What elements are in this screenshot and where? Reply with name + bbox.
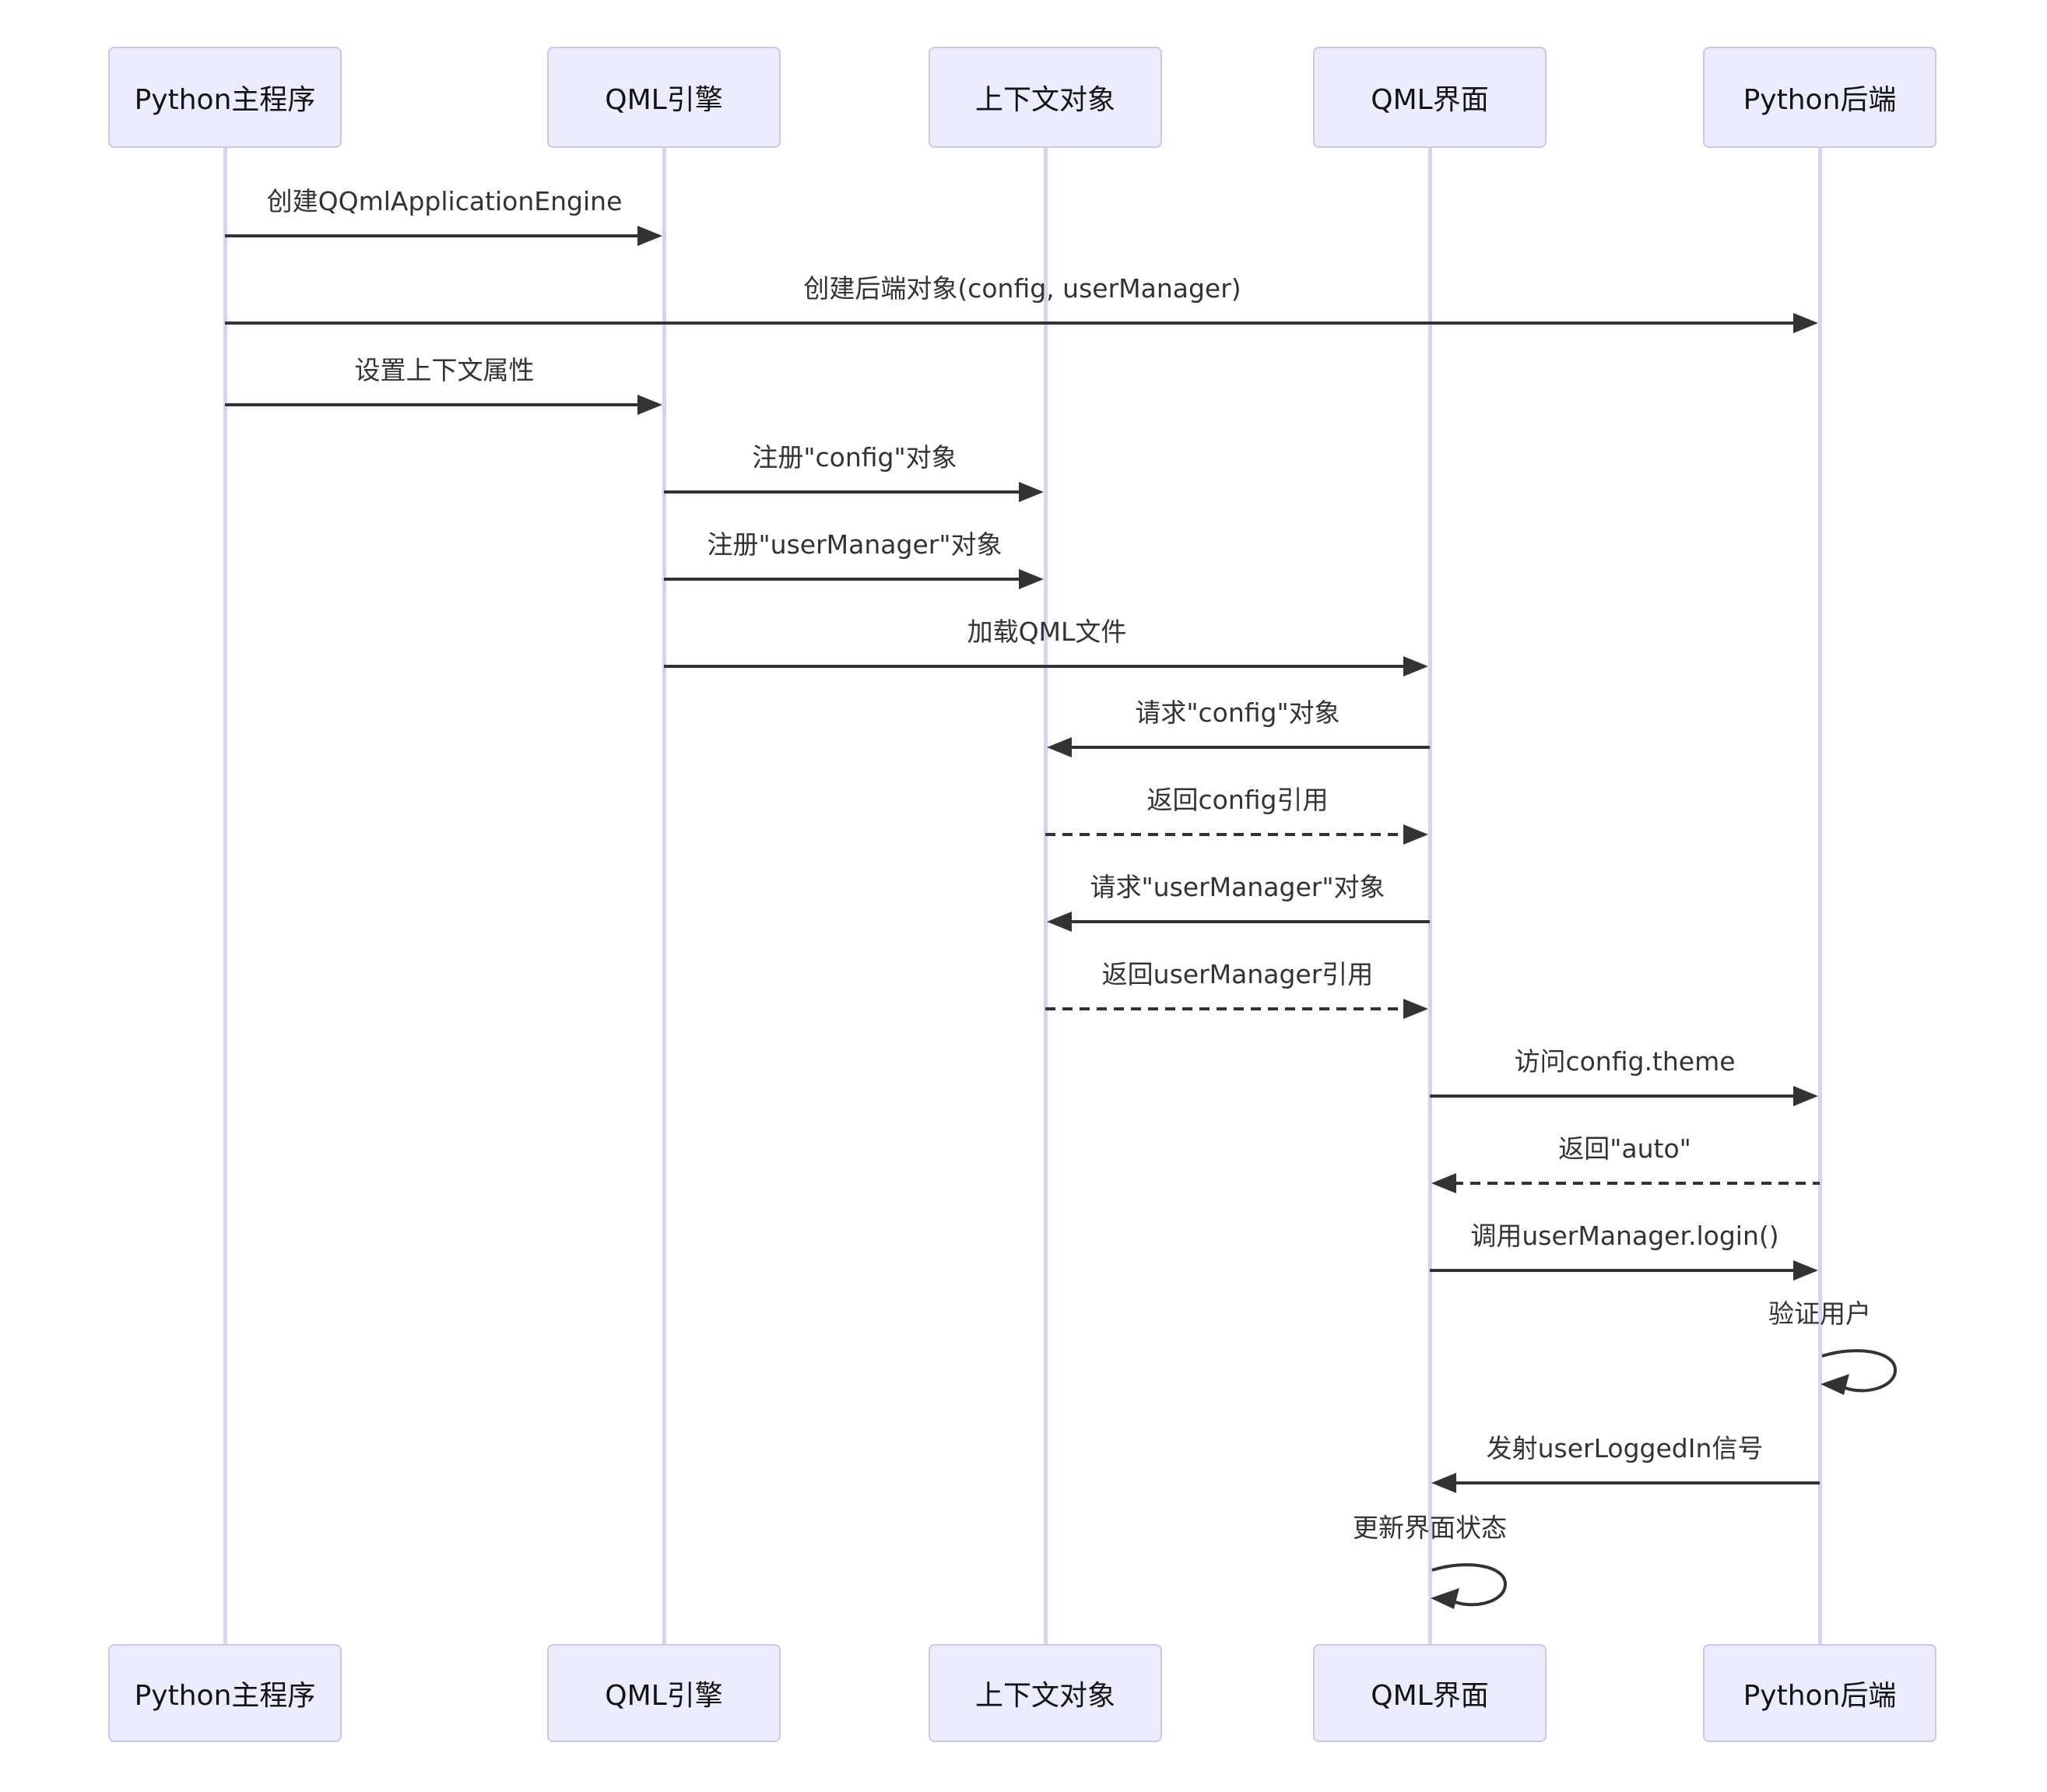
actor-label: QML界面 <box>1371 84 1489 116</box>
message-line <box>664 490 1022 494</box>
arrowhead-icon <box>637 395 662 415</box>
message-line <box>1430 1269 1796 1272</box>
actor-box-top-python-backend: Python后端 <box>1703 47 1936 148</box>
arrowhead-icon <box>1047 737 1072 757</box>
message-label: 更新界面状态 <box>1353 1513 1507 1543</box>
actor-label: Python主程序 <box>134 84 316 116</box>
arrowhead-icon <box>637 226 662 246</box>
message-line <box>1069 920 1430 923</box>
message-label: 注册"config"对象 <box>752 442 957 473</box>
actor-label: 上下文对象 <box>974 84 1115 116</box>
self-loop-arrow <box>1821 1349 1898 1395</box>
message-label: 返回"auto" <box>1558 1133 1691 1164</box>
message-label: 访问config.theme <box>1514 1046 1736 1077</box>
arrowhead-icon <box>1019 482 1044 502</box>
message-label: 创建后端对象(config, userManager) <box>803 273 1241 304</box>
message-line <box>225 403 641 406</box>
lifeline-context-object <box>1044 148 1048 1644</box>
actor-box-top-qml-engine: QML引擎 <box>547 47 781 148</box>
actor-label: Python后端 <box>1743 1680 1897 1712</box>
actor-label: QML引擎 <box>605 84 723 116</box>
actor-label: Python主程序 <box>134 1680 316 1712</box>
actor-label: Python后端 <box>1743 84 1897 116</box>
arrowhead-icon <box>1431 1173 1456 1193</box>
message-line <box>664 578 1022 581</box>
message-label: 返回userManager引用 <box>1101 959 1374 989</box>
message-line <box>664 665 1406 668</box>
arrowhead-icon <box>1793 1260 1818 1281</box>
message-line <box>1453 1481 1820 1485</box>
arrowhead-icon <box>1431 1473 1456 1493</box>
actor-box-bottom-qml-ui: QML界面 <box>1313 1644 1547 1742</box>
message-line <box>225 322 1796 325</box>
message-line <box>1453 1182 1820 1185</box>
arrowhead-icon <box>1793 313 1818 333</box>
message-label: 发射userLoggedIn信号 <box>1486 1433 1764 1463</box>
arrowhead-icon <box>1403 999 1428 1019</box>
lifeline-main-program <box>223 148 227 1644</box>
actor-box-top-qml-ui: QML界面 <box>1313 47 1547 148</box>
message-line <box>1069 746 1430 749</box>
arrowhead-icon <box>1403 656 1428 676</box>
arrowhead-icon <box>1821 1374 1849 1395</box>
actor-box-bottom-python-backend: Python后端 <box>1703 1644 1936 1742</box>
message-label: 验证用户 <box>1768 1298 1871 1329</box>
self-loop-arrow <box>1431 1563 1508 1609</box>
actor-label: QML引擎 <box>605 1680 723 1712</box>
message-label: 创建QQmlApplicationEngine <box>266 186 623 216</box>
actor-box-bottom-context-object: 上下文对象 <box>929 1644 1162 1742</box>
arrowhead-icon <box>1403 824 1428 845</box>
arrowhead-icon <box>1019 569 1044 589</box>
message-line <box>1045 833 1406 836</box>
message-label: 加载QML文件 <box>967 617 1127 647</box>
actor-box-top-context-object: 上下文对象 <box>929 47 1162 148</box>
message-label: 注册"userManager"对象 <box>707 529 1002 560</box>
lifeline-qml-ui <box>1428 148 1432 1644</box>
message-line <box>1430 1095 1796 1098</box>
message-label: 请求"userManager"对象 <box>1090 872 1385 902</box>
arrowhead-icon <box>1431 1588 1459 1609</box>
actor-box-bottom-qml-engine: QML引擎 <box>547 1644 781 1742</box>
lifeline-python-backend <box>1818 148 1822 1644</box>
message-line <box>1045 1007 1406 1010</box>
arrowhead-icon <box>1047 912 1072 932</box>
message-label: 返回config引用 <box>1146 785 1329 815</box>
message-label: 设置上下文属性 <box>354 355 535 385</box>
actor-box-bottom-main-program: Python主程序 <box>108 1644 342 1742</box>
message-line <box>225 234 641 237</box>
actor-label: 上下文对象 <box>974 1680 1115 1712</box>
actor-label: QML界面 <box>1371 1680 1489 1712</box>
arrowhead-icon <box>1793 1086 1818 1106</box>
lifeline-qml-engine <box>662 148 666 1644</box>
message-label: 调用userManager.login() <box>1470 1221 1779 1251</box>
message-label: 请求"config"对象 <box>1135 697 1340 728</box>
actor-box-top-main-program: Python主程序 <box>108 47 342 148</box>
